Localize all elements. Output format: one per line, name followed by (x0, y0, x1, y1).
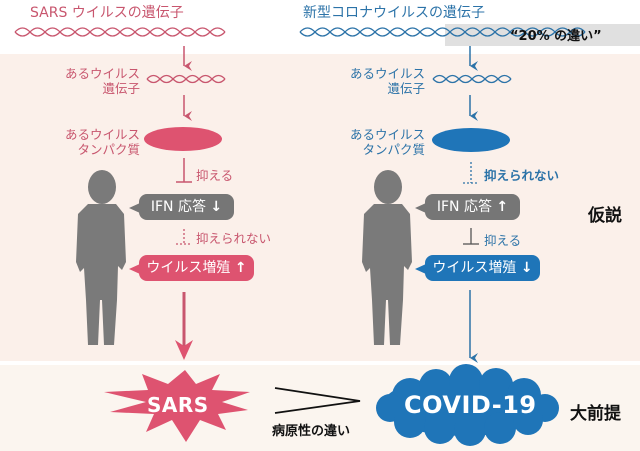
difference-note: “20% の違い” (510, 29, 602, 44)
sars-burst (104, 370, 250, 442)
covid-protein-label: あるウイルス タンパク質 (349, 127, 425, 157)
covid-cloud (376, 364, 559, 446)
premise-label: 大前提 (570, 404, 621, 424)
sars-not-suppressed-label: 抑えられない (196, 231, 272, 246)
sars-gene-label: あるウイルス 遺伝子 (64, 66, 140, 96)
covid-gene-label: あるウイルス 遺伝子 (349, 66, 425, 96)
arrow-down-icon: ↓ (520, 260, 533, 276)
sars-outcome-label: SARS (147, 393, 209, 417)
pathogenicity-difference-label: 病原性の違い (272, 424, 351, 439)
covid-virus-bubble: ウイルス増殖 ↓ (415, 255, 540, 281)
covid-not-suppressed-label: 抑えられない (484, 168, 560, 183)
sars-suppress-label: 抑える (196, 168, 234, 183)
sars-virus-bubble: ウイルス増殖 ↑ (129, 255, 254, 281)
sars-dna-strand (14, 27, 226, 37)
person-silhouette-left (76, 170, 126, 345)
covid-ifn-bubble: IFN 応答 ↑ (415, 194, 520, 220)
hypothesis-label: 仮説 (588, 206, 622, 226)
sars-gene-header: SARS ウイルスの遺伝子 (30, 5, 184, 21)
covid-suppress-label: 抑える (484, 233, 522, 248)
greater-than-sign (274, 387, 361, 414)
covid-gene-header: 新型コロナウイルスの遺伝子 (303, 5, 485, 21)
arrow-up-icon: ↑ (234, 260, 247, 276)
person-silhouette-right (362, 170, 412, 345)
covid-outcome-label: COVID-19 (404, 391, 537, 419)
covid-dna-strand (299, 27, 586, 37)
arrow-up-icon: ↑ (496, 199, 509, 215)
band-separator (0, 361, 640, 365)
sars-protein-label: あるウイルス タンパク質 (64, 127, 140, 157)
arrow-down-icon: ↓ (210, 199, 223, 215)
sars-ifn-bubble: IFN 応答 ↓ (129, 194, 234, 220)
